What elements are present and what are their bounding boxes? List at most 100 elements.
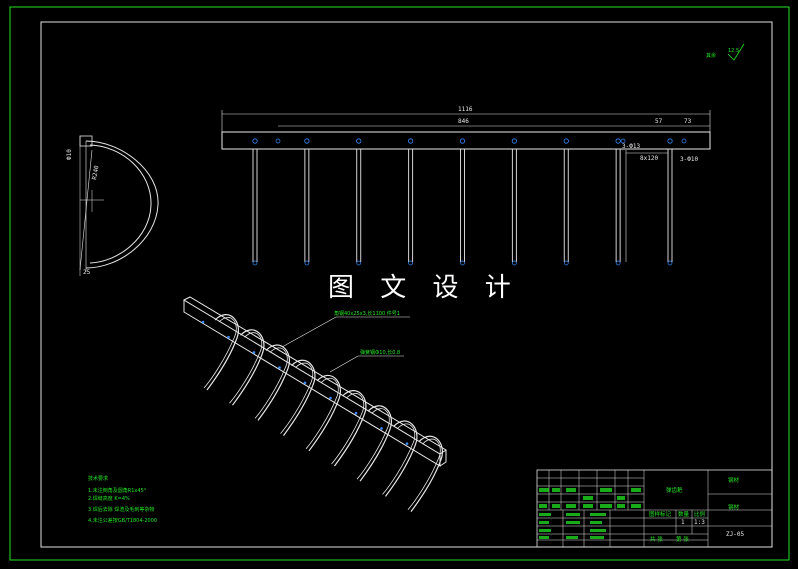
tine-tip-3: [356, 260, 362, 266]
bar-hole-6: [511, 138, 517, 144]
iso-tine-inner-3: [254, 347, 288, 419]
iso-tines: [203, 314, 443, 512]
title-block-fills: [539, 488, 641, 539]
iso-hole-2: [227, 335, 230, 339]
tine-tip-6: [512, 260, 517, 266]
bolt-hole-3: [681, 138, 687, 144]
iso-hole-7: [354, 411, 358, 415]
title-block-cell-2: [552, 488, 560, 492]
dim-total: 1116: [458, 106, 473, 113]
title-block-cell-18: [539, 521, 549, 524]
iso-tine-inner-9: [407, 438, 441, 510]
roughness-label: 其余: [706, 52, 716, 59]
bottom-label-0: 共 张: [650, 535, 663, 543]
iso-tine-9: [410, 435, 443, 512]
title-block-cell-21: [539, 529, 551, 532]
hole-note-right: 3-Ф10: [680, 156, 698, 163]
inner-frame: [40, 21, 773, 548]
iso-tine-7: [359, 405, 392, 482]
bolt-note: 8x120: [640, 155, 658, 162]
iso-hole-4: [278, 366, 281, 369]
iso-hole-1: [201, 320, 205, 324]
iso-hole-9: [405, 442, 409, 445]
title-block-cell-4: [583, 496, 593, 500]
iso-hole-6: [329, 396, 332, 400]
iso-view: 角钢40x25x3,长1100 件号1 弹簧钢Ф10,长0.8: [182, 296, 447, 512]
title-block-cell-11: [583, 504, 593, 508]
iso-tine-2: [232, 329, 265, 406]
title-block-cell-1: [539, 488, 549, 492]
qty-value: 1: [681, 519, 685, 526]
tech-notes-title: 技术要求: [88, 475, 108, 482]
title-block-cell-17: [590, 513, 606, 516]
title-block-cell-15: [539, 513, 551, 516]
bar-hole-9: [667, 138, 673, 144]
hole-note-left: 3-Ф13: [622, 143, 640, 150]
iso-tine-4: [283, 359, 316, 436]
qty-label: 数量: [678, 510, 690, 518]
roughness-symbol: 其余 12.5: [706, 43, 745, 61]
front-view: 1116 846 57 73 3-Ф13 3-Ф10 8x120: [221, 106, 711, 266]
tine-tip-4: [408, 260, 413, 266]
bottom-label-1: 第 张: [676, 535, 689, 543]
title-block-cell-20: [590, 521, 602, 524]
iso-hole-5: [303, 381, 307, 385]
iso-tine-inner-2: [229, 332, 263, 404]
side-view: Ф10 R240 25: [66, 135, 159, 276]
title-block-cell-16: [566, 513, 580, 516]
watermark: 图 文 设 计: [328, 273, 520, 303]
title-block-cell-23: [539, 536, 549, 539]
drawing-no: ZJ-05: [726, 531, 744, 538]
title-block-cell-13: [617, 504, 625, 508]
title-block-cell-8: [539, 504, 547, 508]
bar-hole-2: [304, 138, 310, 144]
callout-2: 弹簧钢Ф10,长0.8: [360, 349, 400, 356]
title-block-cell-7: [631, 488, 641, 492]
title-block-cell-25: [590, 536, 604, 539]
bar-hole-4: [408, 138, 414, 144]
iso-tine-3: [257, 344, 290, 421]
iso-tine-6: [334, 390, 367, 467]
title-block-cell-24: [566, 536, 578, 539]
bar-holes: [252, 138, 687, 144]
iso-tine-inner-4: [280, 362, 314, 434]
callout-1: 角钢40x25x3,长1100 件号1: [334, 310, 400, 317]
title-block-cell-19: [566, 521, 580, 524]
iso-tine-inner-8: [382, 423, 416, 495]
material: 钢材: [728, 476, 740, 484]
bolt-hole-1: [275, 138, 281, 144]
tine-tip-1: [252, 260, 258, 266]
bar-hole-5: [459, 138, 466, 144]
side-dim-bottom: 25: [83, 269, 91, 276]
iso-holes: [201, 320, 409, 445]
dim-span: 846: [458, 118, 469, 125]
angle-bar: [221, 131, 711, 150]
tine-tip-9: [667, 260, 673, 266]
tech-note-4: 4.未注公差按GB/T1804-2000: [88, 517, 157, 524]
iso-tine-inner-5: [305, 377, 339, 450]
iso-tine-inner-7: [356, 408, 390, 480]
bar-hole-8: [615, 138, 621, 144]
title-block-cell-6: [617, 496, 625, 500]
iso-tine-8: [385, 420, 418, 497]
title-block-cell-5: [600, 488, 612, 492]
tine-tip-8: [615, 260, 621, 266]
title-block-cell-3: [566, 488, 576, 492]
title-block-cell-10: [566, 504, 576, 508]
part-name: 弹齿耙: [666, 486, 683, 494]
iso-hole-3: [252, 351, 256, 354]
tech-notes: 技术要求 1.未注倒角及圆角R1x45° 2.焊缝高度 K=4% 3.焊后去除 …: [88, 475, 157, 524]
tine-tip-2: [304, 260, 310, 266]
side-dim-top: Ф10: [66, 149, 73, 160]
iso-tine-inner-6: [331, 393, 365, 465]
tech-note-3: 3.焊后去除 焊渣及毛刺等杂物: [88, 506, 154, 513]
roughness-value: 12.5: [728, 48, 739, 54]
tine-tip-7: [563, 260, 569, 266]
title-block-cell-22: [590, 529, 606, 532]
tech-note-1: 1.未注倒角及圆角R1x45°: [88, 487, 147, 494]
iso-hole-8: [380, 427, 383, 430]
tine-tip-5: [460, 260, 465, 266]
dim-end2: 73: [684, 118, 692, 125]
scale-label: 比例: [694, 510, 706, 518]
